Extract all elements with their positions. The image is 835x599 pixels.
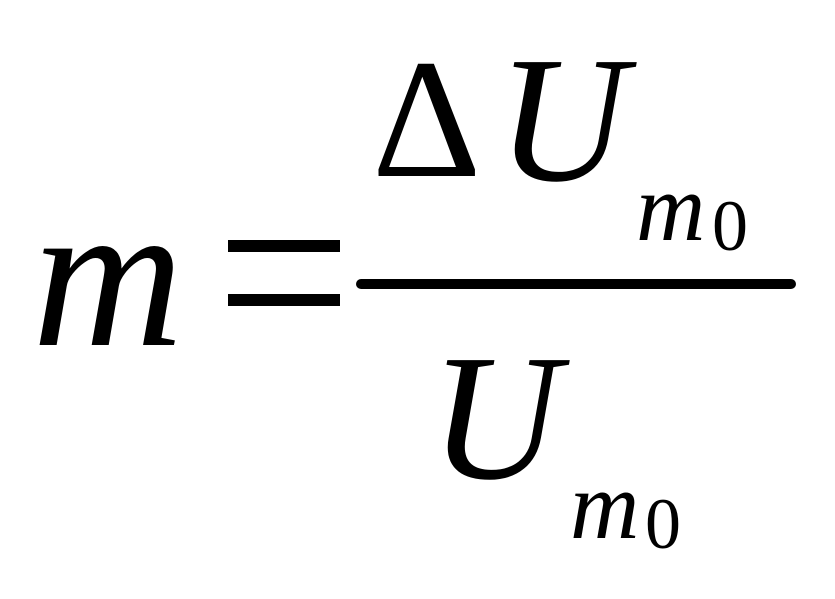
numerator-sub-subscript-zero: 0 bbox=[712, 186, 748, 266]
equals-sign bbox=[228, 240, 340, 306]
denominator-subscript-m: m bbox=[570, 452, 640, 559]
numerator-variable-u: U bbox=[497, 20, 627, 219]
fraction-bar bbox=[356, 279, 796, 289]
lhs-variable-m: m bbox=[32, 159, 184, 391]
delta-operator: Δ bbox=[372, 25, 482, 213]
equals-bar-top bbox=[228, 240, 340, 252]
denominator-sub-subscript-zero: 0 bbox=[645, 484, 681, 564]
equals-bar-bottom bbox=[228, 294, 340, 306]
numerator-subscript-m: m bbox=[636, 154, 706, 261]
denominator-variable-u: U bbox=[430, 318, 560, 517]
